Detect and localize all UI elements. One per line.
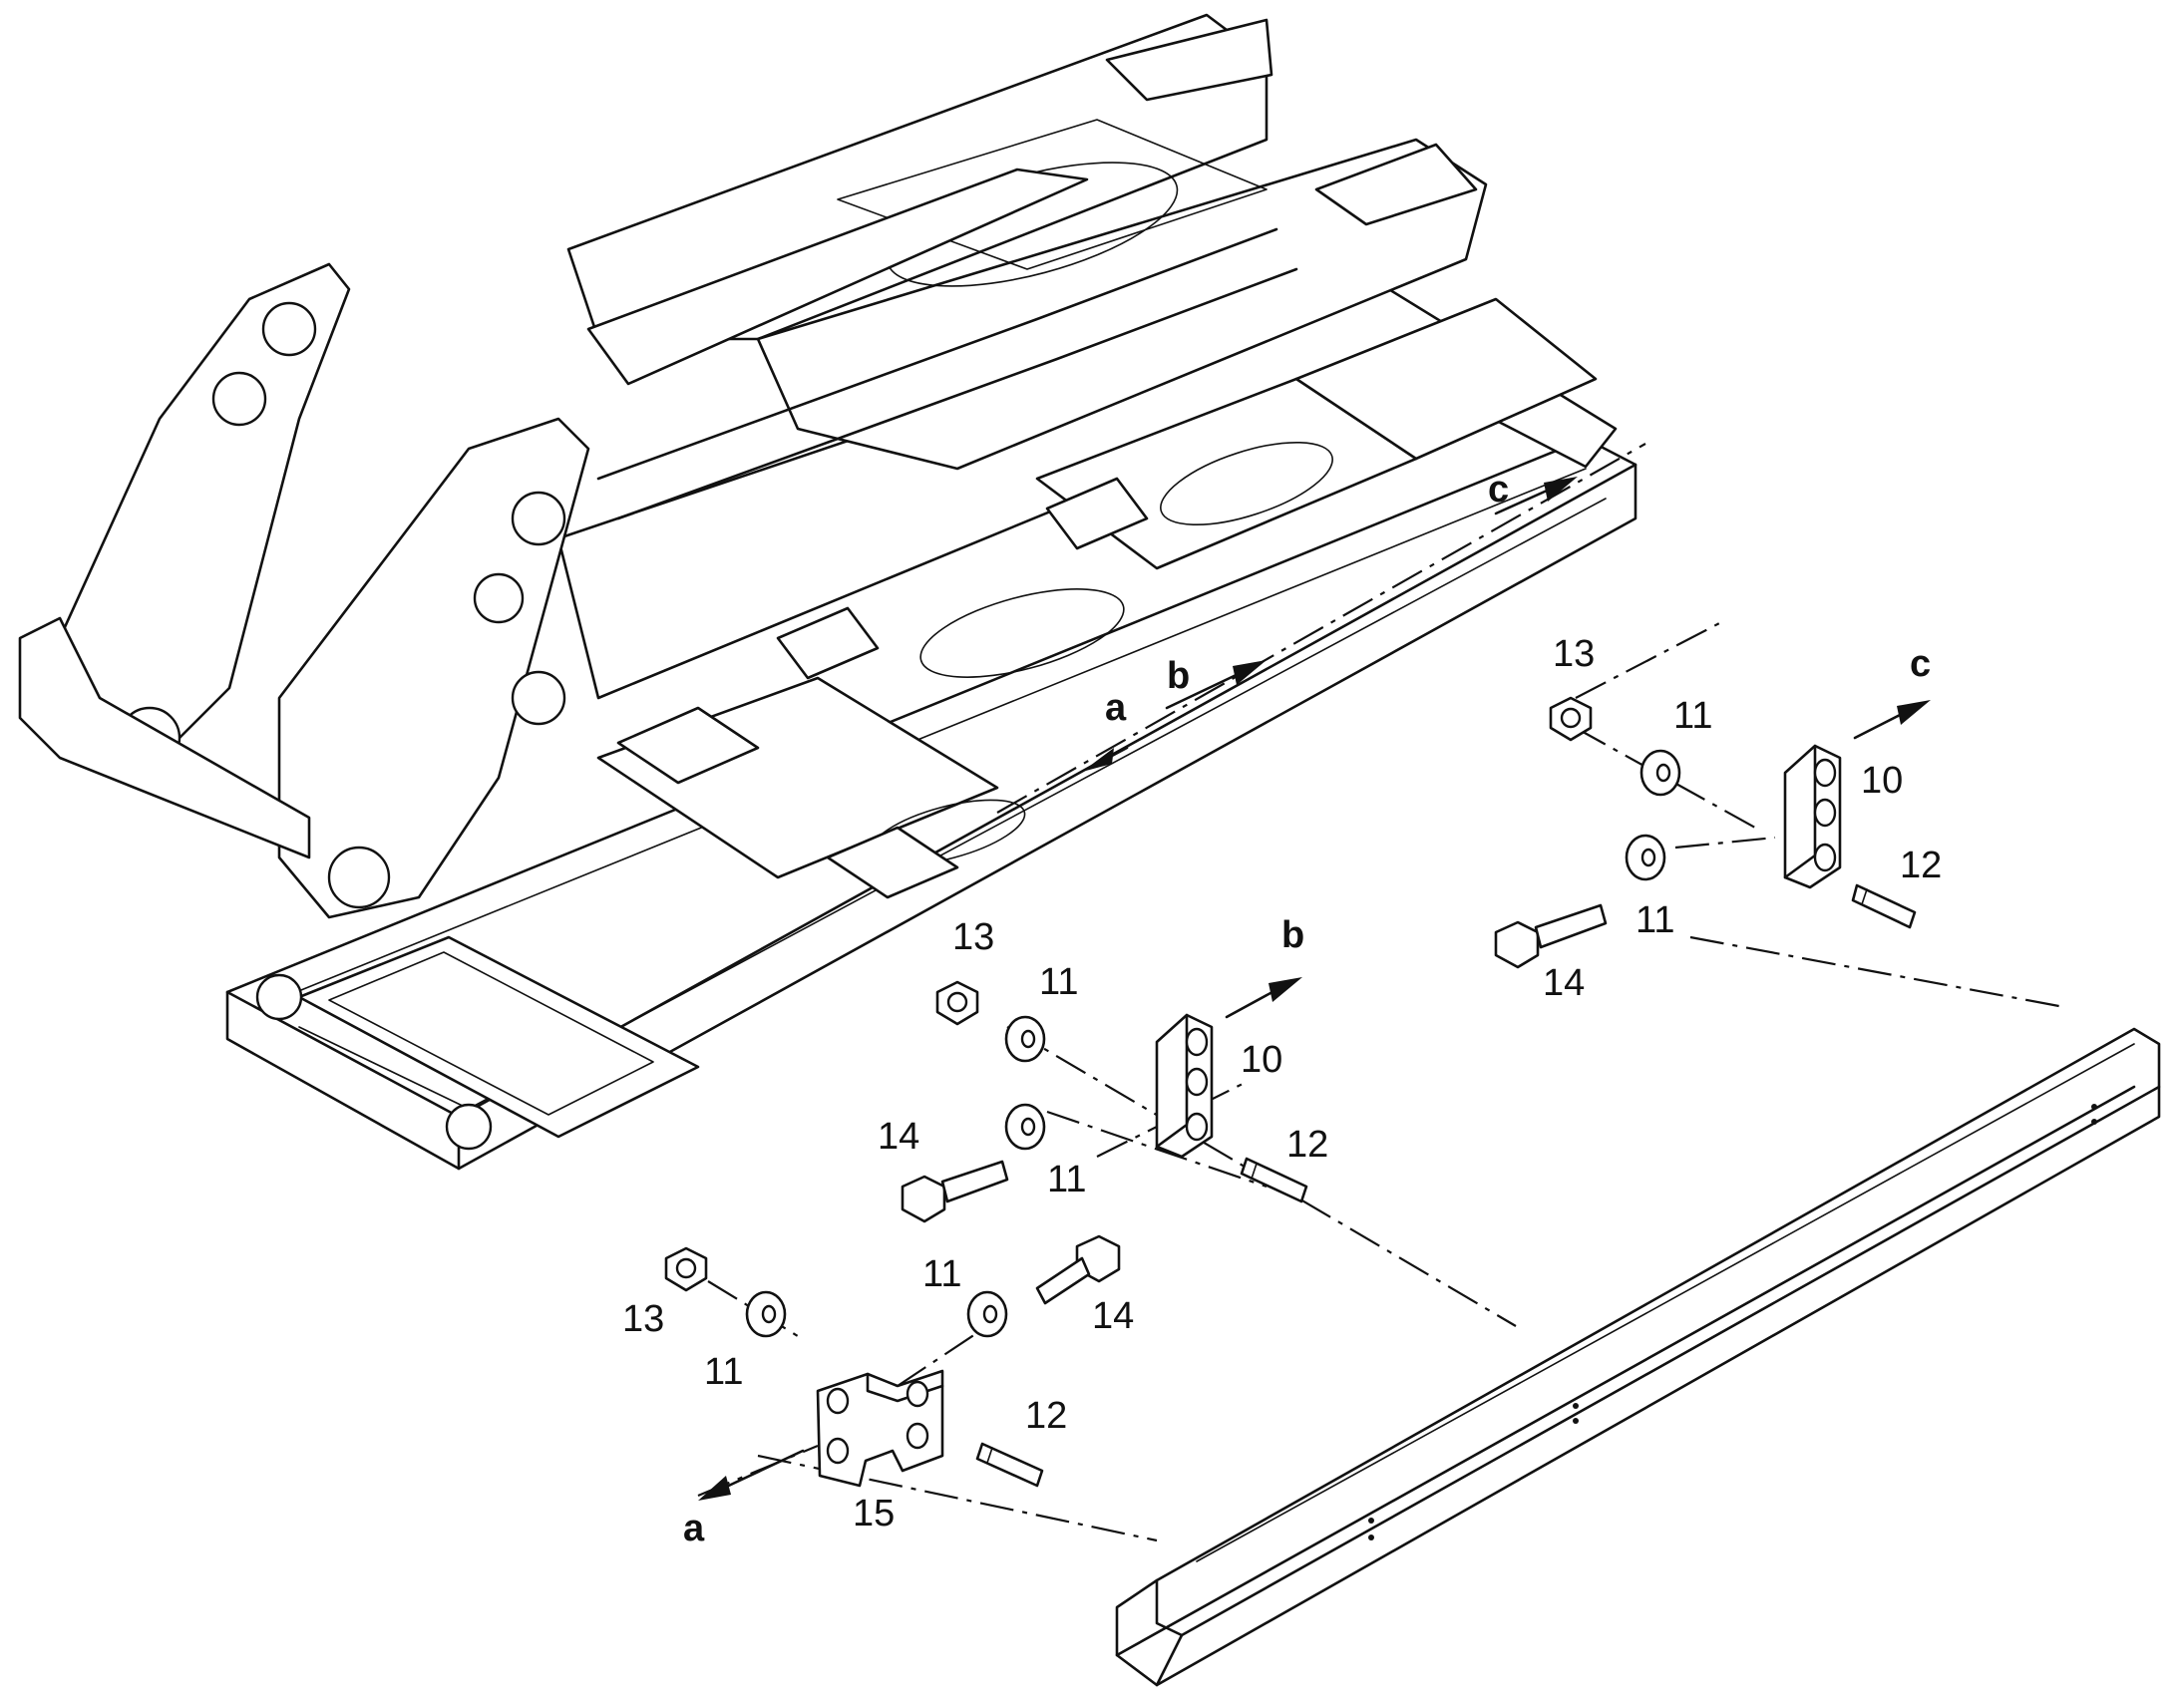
arrow-icon bbox=[1269, 977, 1302, 1002]
label-11-b2: 11 bbox=[1047, 1159, 1086, 1200]
label-12-a: 12 bbox=[1025, 1395, 1067, 1437]
label-11-c1: 11 bbox=[1673, 695, 1712, 737]
threaded-stud bbox=[975, 1442, 1044, 1488]
label-13-b: 13 bbox=[952, 916, 994, 958]
label-10-c: 10 bbox=[1861, 760, 1903, 802]
arrow-icon bbox=[1897, 700, 1931, 725]
label-11-b1: 11 bbox=[1039, 961, 1078, 1003]
label-15-a: 15 bbox=[853, 1493, 895, 1535]
label-14-a: 14 bbox=[1092, 1295, 1134, 1337]
label-10-b: 10 bbox=[1241, 1039, 1282, 1081]
label-14-b: 14 bbox=[878, 1116, 919, 1158]
threaded-stud bbox=[1240, 1157, 1308, 1203]
label-11-a2: 11 bbox=[704, 1351, 743, 1393]
side-channel-beam bbox=[1115, 1027, 2161, 1687]
label-13-c: 13 bbox=[1553, 633, 1595, 675]
callout-labels: a b c c 13 11 10 12 11 14 b 13 11 10 14 … bbox=[622, 469, 1942, 1549]
label-b: b bbox=[1281, 914, 1304, 956]
arrow-icon bbox=[698, 1476, 731, 1501]
chassis-frame bbox=[18, 13, 1637, 1171]
label-14-c: 14 bbox=[1543, 962, 1585, 1004]
hex-bolt bbox=[1494, 920, 1540, 969]
label-a: a bbox=[683, 1508, 705, 1549]
label-c-frame: c bbox=[1488, 469, 1509, 511]
label-11-c2: 11 bbox=[1635, 899, 1674, 941]
hardware-group-b bbox=[901, 980, 1308, 1223]
hardware-group-c bbox=[1494, 696, 1917, 969]
label-12-c: 12 bbox=[1900, 845, 1942, 886]
label-a-frame: a bbox=[1105, 687, 1127, 729]
arrow-icon bbox=[1544, 477, 1578, 502]
hex-bolt bbox=[901, 1175, 946, 1223]
label-12-b: 12 bbox=[1286, 1124, 1328, 1166]
arrow-icon bbox=[1082, 748, 1114, 772]
threaded-stud bbox=[1851, 883, 1917, 929]
label-c: c bbox=[1910, 643, 1931, 685]
arrow-icon bbox=[1233, 660, 1267, 685]
hardware-group-a bbox=[664, 1234, 1121, 1488]
connection-arrows bbox=[698, 477, 1931, 1501]
label-b-frame: b bbox=[1167, 655, 1190, 697]
label-11-a1: 11 bbox=[922, 1253, 961, 1295]
label-13-a: 13 bbox=[622, 1298, 664, 1340]
